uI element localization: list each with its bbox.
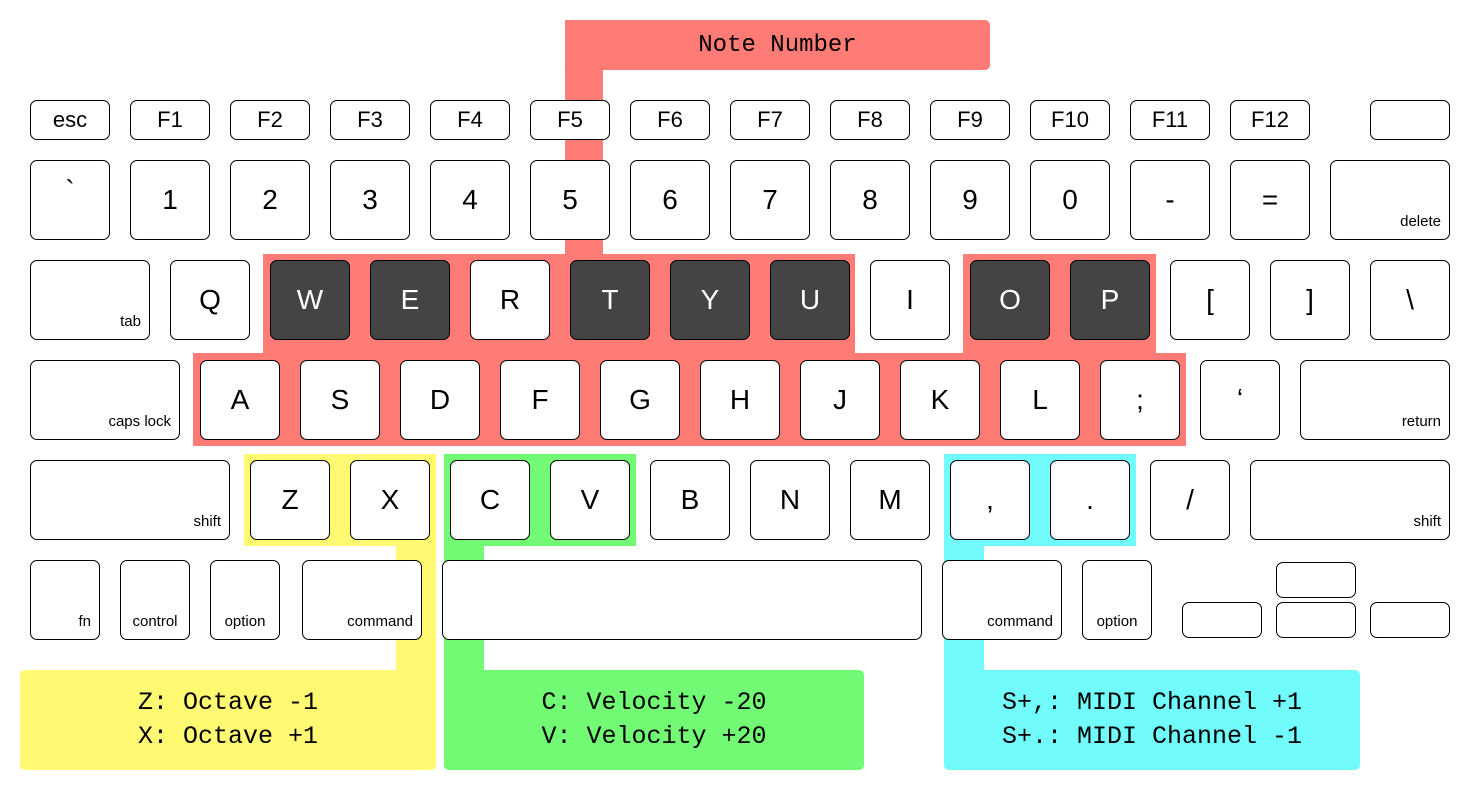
key-arrow-left[interactable]	[1182, 602, 1262, 638]
key-arrow-down[interactable]	[1276, 602, 1356, 638]
key-control[interactable]: control	[120, 560, 190, 640]
key-a[interactable]: A	[200, 360, 280, 440]
key-i[interactable]: I	[870, 260, 950, 340]
key-y[interactable]: Y	[670, 260, 750, 340]
key-f6[interactable]: F6	[630, 100, 710, 140]
key-f1[interactable]: F1	[130, 100, 210, 140]
key-7[interactable]: 7	[730, 160, 810, 240]
key-minus[interactable]: -	[1130, 160, 1210, 240]
key-j[interactable]: J	[800, 360, 880, 440]
key-fn[interactable]: fn	[30, 560, 100, 640]
key-f10[interactable]: F10	[1030, 100, 1110, 140]
key-g[interactable]: G	[600, 360, 680, 440]
octave-legend-line-2: X: Octave +1	[137, 722, 319, 751]
key-period[interactable]: .	[1050, 460, 1130, 540]
channel-legend: S+,: MIDI Channel +1 S+.: MIDI Channel -…	[944, 670, 1360, 770]
key-esc[interactable]: esc	[30, 100, 110, 140]
key-caps-lock[interactable]: caps lock	[30, 360, 180, 440]
key-f8[interactable]: F8	[830, 100, 910, 140]
key-l[interactable]: L	[1000, 360, 1080, 440]
key-u[interactable]: U	[770, 260, 850, 340]
key-t[interactable]: T	[570, 260, 650, 340]
key-9[interactable]: 9	[930, 160, 1010, 240]
key-h[interactable]: H	[700, 360, 780, 440]
key-e[interactable]: E	[370, 260, 450, 340]
key-shift-left[interactable]: shift	[30, 460, 230, 540]
key-f2[interactable]: F2	[230, 100, 310, 140]
key-slash[interactable]: /	[1150, 460, 1230, 540]
key-v[interactable]: V	[550, 460, 630, 540]
key-b[interactable]: B	[650, 460, 730, 540]
channel-legend-line-1: S+,: MIDI Channel +1	[1001, 688, 1303, 717]
key-k[interactable]: K	[900, 360, 980, 440]
key-command-right[interactable]: command	[942, 560, 1062, 640]
key-f9[interactable]: F9	[930, 100, 1010, 140]
key-w[interactable]: W	[270, 260, 350, 340]
key-6[interactable]: 6	[630, 160, 710, 240]
key-arrow-right[interactable]	[1370, 602, 1450, 638]
velocity-legend-line-1: C: Velocity -20	[541, 688, 767, 717]
key-3[interactable]: 3	[330, 160, 410, 240]
key-arrow-up[interactable]	[1276, 562, 1356, 598]
key-option-right[interactable]: option	[1082, 560, 1152, 640]
key-f3[interactable]: F3	[330, 100, 410, 140]
key-d[interactable]: D	[400, 360, 480, 440]
octave-legend-line-1: Z: Octave -1	[137, 688, 319, 717]
key-comma[interactable]: ,	[950, 460, 1030, 540]
key-delete[interactable]: delete	[1330, 160, 1450, 240]
key-backtick[interactable]: `	[30, 160, 110, 240]
key-f11[interactable]: F11	[1130, 100, 1210, 140]
key-o[interactable]: O	[970, 260, 1050, 340]
key-equals[interactable]: =	[1230, 160, 1310, 240]
octave-legend: Z: Octave -1 X: Octave +1	[20, 670, 436, 770]
key-x[interactable]: X	[350, 460, 430, 540]
key-return[interactable]: return	[1300, 360, 1450, 440]
key-r[interactable]: R	[470, 260, 550, 340]
key-option-left[interactable]: option	[210, 560, 280, 640]
key-eject[interactable]	[1370, 100, 1450, 140]
key-f5[interactable]: F5	[530, 100, 610, 140]
key-5[interactable]: 5	[530, 160, 610, 240]
velocity-legend: C: Velocity -20 V: Velocity +20	[444, 670, 864, 770]
key-left-bracket[interactable]: [	[1170, 260, 1250, 340]
key-command-left[interactable]: command	[302, 560, 422, 640]
key-s[interactable]: S	[300, 360, 380, 440]
key-shift-right[interactable]: shift	[1250, 460, 1450, 540]
key-semicolon[interactable]: ;	[1100, 360, 1180, 440]
key-p[interactable]: P	[1070, 260, 1150, 340]
velocity-legend-line-2: V: Velocity +20	[541, 722, 767, 751]
key-backslash[interactable]: \	[1370, 260, 1450, 340]
key-quote[interactable]: ‘	[1200, 360, 1280, 440]
key-c[interactable]: C	[450, 460, 530, 540]
key-0[interactable]: 0	[1030, 160, 1110, 240]
key-m[interactable]: M	[850, 460, 930, 540]
key-1[interactable]: 1	[130, 160, 210, 240]
key-right-bracket[interactable]: ]	[1270, 260, 1350, 340]
key-n[interactable]: N	[750, 460, 830, 540]
key-4[interactable]: 4	[430, 160, 510, 240]
key-space[interactable]	[442, 560, 922, 640]
note-highlight-top-row	[263, 254, 855, 356]
key-f7[interactable]: F7	[730, 100, 810, 140]
key-f12[interactable]: F12	[1230, 100, 1310, 140]
key-f4[interactable]: F4	[430, 100, 510, 140]
key-tab[interactable]: tab	[30, 260, 150, 340]
note-number-title: Note Number	[565, 20, 990, 70]
key-q[interactable]: Q	[170, 260, 250, 340]
key-f[interactable]: F	[500, 360, 580, 440]
key-z[interactable]: Z	[250, 460, 330, 540]
channel-legend-line-2: S+.: MIDI Channel -1	[1001, 722, 1303, 751]
key-8[interactable]: 8	[830, 160, 910, 240]
key-2[interactable]: 2	[230, 160, 310, 240]
